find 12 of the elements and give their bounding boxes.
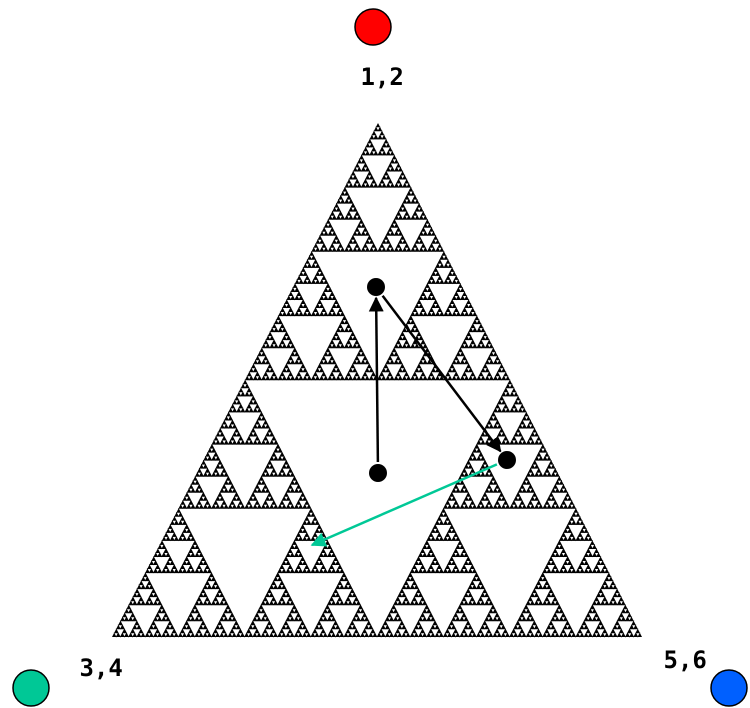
vertex-label: 1,2 (360, 65, 404, 89)
vertex-label: 5,6 (664, 648, 707, 672)
arrow (310, 463, 498, 546)
point-dot (497, 450, 517, 470)
vertex-circle (710, 669, 748, 707)
vertex-label: 3,4 (80, 656, 123, 680)
vertex-circle (354, 8, 392, 46)
arrow (368, 296, 384, 462)
point-dot (366, 277, 386, 297)
point-dot (368, 463, 388, 483)
vertex-circle (12, 669, 50, 707)
arrow (382, 295, 502, 452)
